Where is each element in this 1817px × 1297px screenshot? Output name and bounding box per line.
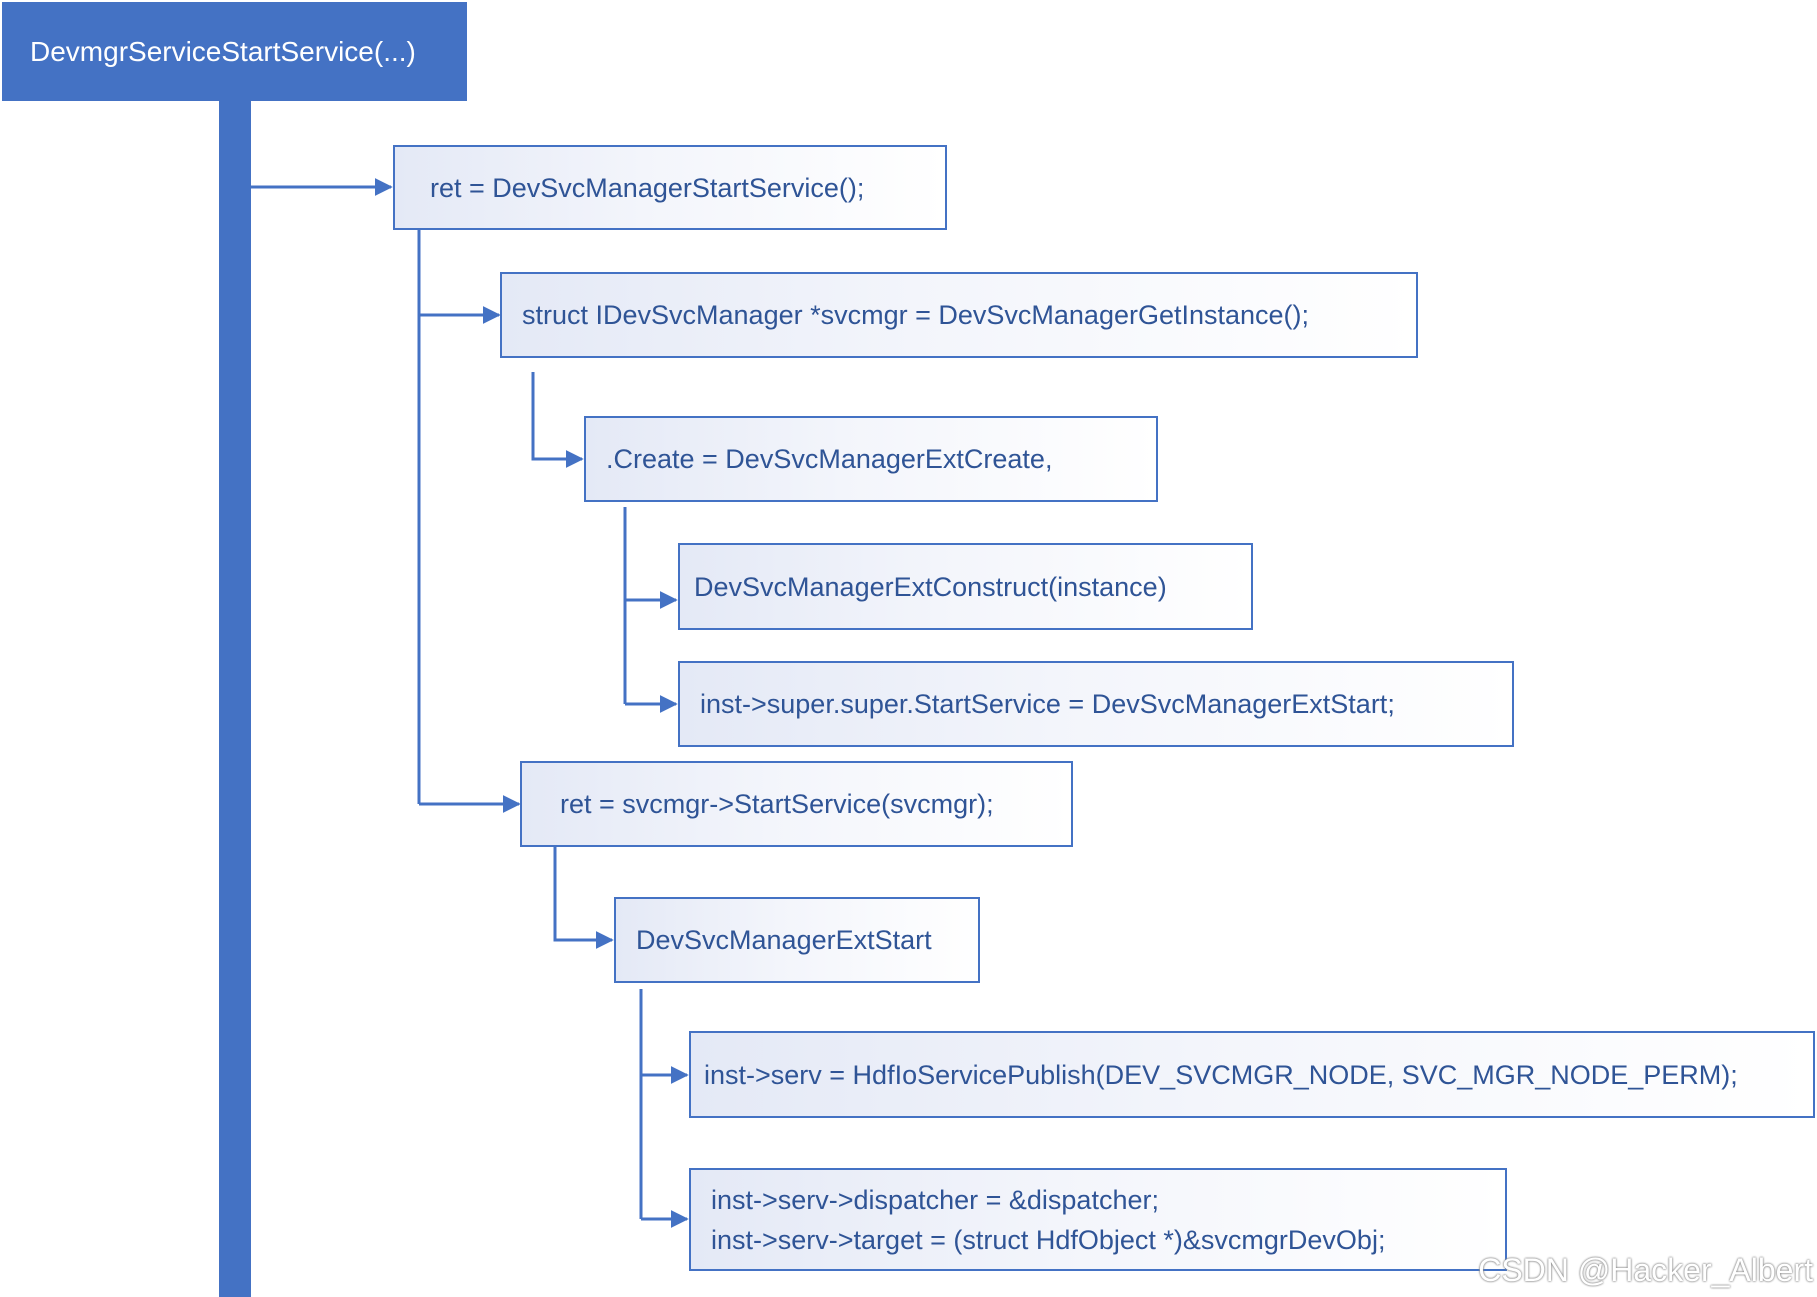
node-dispatcher: inst->serv->dispatcher = &dispatcher; in… bbox=[689, 1168, 1507, 1271]
node-publish-label: inst->serv = HdfIoServicePublish(DEV_SVC… bbox=[704, 1059, 1738, 1090]
root-function-label: DevmgrServiceStartService(...) bbox=[30, 35, 416, 67]
node-create: .Create = DevSvcManagerExtCreate, bbox=[584, 416, 1158, 502]
node-ext-start: DevSvcManagerExtStart bbox=[614, 897, 980, 983]
node-get-instance-label: struct IDevSvcManager *svcmgr = DevSvcMa… bbox=[522, 300, 1310, 330]
node-construct: DevSvcManagerExtConstruct(instance) bbox=[678, 543, 1253, 630]
node-get-instance: struct IDevSvcManager *svcmgr = DevSvcMa… bbox=[500, 272, 1418, 358]
node-start-assign-label: inst->super.super.StartService = DevSvcM… bbox=[700, 689, 1395, 719]
node-create-label: .Create = DevSvcManagerExtCreate, bbox=[606, 444, 1053, 474]
node-publish: inst->serv = HdfIoServicePublish(DEV_SVC… bbox=[689, 1031, 1815, 1118]
call-spine-bar bbox=[219, 100, 251, 1297]
node-ext-start-label: DevSvcManagerExtStart bbox=[636, 925, 932, 955]
node-start-assign: inst->super.super.StartService = DevSvcM… bbox=[678, 661, 1514, 747]
node-svcmgr-start-label: ret = svcmgr->StartService(svcmgr); bbox=[560, 789, 994, 819]
node-construct-label: DevSvcManagerExtConstruct(instance) bbox=[694, 571, 1167, 602]
node-start-service: ret = DevSvcManagerStartService(); bbox=[393, 145, 947, 230]
connector-to-create bbox=[531, 372, 584, 468]
node-svcmgr-start: ret = svcmgr->StartService(svcmgr); bbox=[520, 761, 1073, 847]
watermark-text: CSDN @Hacker_Albert bbox=[1478, 1252, 1813, 1288]
node-dispatcher-line-2: inst->serv->target = (struct HdfObject *… bbox=[711, 1224, 1386, 1255]
node-dispatcher-line-1: inst->serv->dispatcher = &dispatcher; bbox=[711, 1184, 1159, 1215]
root-function-box: DevmgrServiceStartService(...) bbox=[2, 2, 467, 101]
connector-to-ext-start bbox=[553, 846, 614, 949]
node-start-service-label: ret = DevSvcManagerStartService(); bbox=[430, 172, 865, 203]
